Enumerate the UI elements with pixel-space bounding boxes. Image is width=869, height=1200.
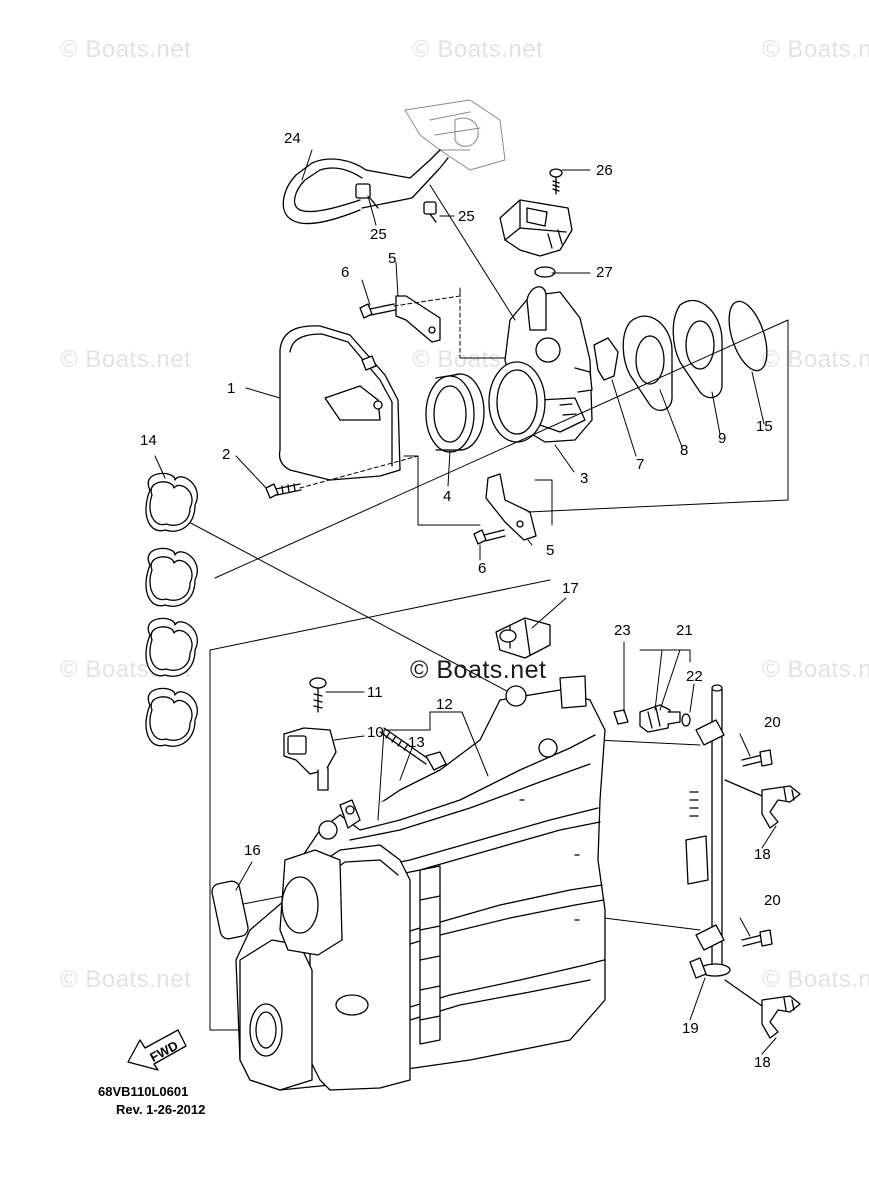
screw-26 <box>549 168 563 195</box>
bolt-13 <box>379 727 447 771</box>
throttle-bore <box>488 361 546 443</box>
part-number-label: 20 <box>764 892 781 909</box>
watermark: © Boats.net <box>762 346 869 373</box>
fwd-label: FWD <box>147 1038 180 1065</box>
center-watermark: © Boats.net <box>410 656 547 684</box>
intake-manifold <box>235 675 606 1091</box>
watermark: © Boats.net <box>60 346 192 373</box>
sensor-10 <box>283 727 337 791</box>
part-number-label: 11 <box>367 684 383 701</box>
intake-gasket-14 <box>145 472 198 747</box>
breather-hose <box>282 149 449 225</box>
fuel-injector-21 <box>639 704 681 733</box>
part-number-label: 1 <box>227 380 236 397</box>
part-number-label: 8 <box>680 442 689 459</box>
part-number-label: 24 <box>284 130 301 147</box>
silencer-cover <box>278 325 401 481</box>
bracket-5 <box>485 473 537 541</box>
bolt-20 <box>741 929 773 947</box>
screw-11 <box>309 677 327 713</box>
watermark: © Boats.net <box>762 36 869 63</box>
watermark: © Boats.net <box>762 966 869 993</box>
bolt-6 <box>359 303 396 319</box>
part-number-label: 3 <box>580 470 589 487</box>
part-number-label: 2 <box>222 446 231 463</box>
part-number-label: 12 <box>436 696 453 713</box>
fwd-arrow-icon <box>127 1029 187 1071</box>
watermark: © Boats.net <box>60 966 192 993</box>
part-number-label: 5 <box>546 542 555 559</box>
gasket-16 <box>211 880 249 940</box>
part-number-label: 15 <box>756 418 773 435</box>
part-number-label: 4 <box>443 488 452 505</box>
part-number-label: 9 <box>718 430 727 447</box>
o-ring-22 <box>681 713 691 727</box>
part-number-label: 6 <box>478 560 487 577</box>
part-number-label: 14 <box>140 432 157 449</box>
fuel-rail-19 <box>685 684 731 979</box>
engine-fragment <box>404 99 506 171</box>
part-number-label: 26 <box>596 162 613 179</box>
part-number-label: 5 <box>388 250 397 267</box>
throttle-position-sensor <box>499 199 573 257</box>
nut-23 <box>613 709 629 725</box>
diagram-code: 68VB110L0601 <box>98 1084 189 1099</box>
revision-date: Rev. 1-26-2012 <box>116 1102 206 1117</box>
clip-7 <box>593 337 619 381</box>
part-number-label: 20 <box>764 714 781 731</box>
part-number-label: 10 <box>367 724 384 741</box>
watermark: © Boats.net <box>762 656 869 683</box>
watermark: © Boats.net <box>412 36 544 63</box>
part-number-label: 17 <box>562 580 579 597</box>
part-number-label: 18 <box>754 846 771 863</box>
part-number-label: 6 <box>341 264 350 281</box>
part-number-label: 27 <box>596 264 613 281</box>
o-ring-27 <box>534 266 556 278</box>
clip-18 <box>724 779 801 829</box>
bracket-5 <box>395 295 441 343</box>
part-number-label: 7 <box>636 456 645 473</box>
part-number-label: 16 <box>244 842 261 859</box>
hose-clamp <box>423 201 437 223</box>
bolt-6 <box>473 529 506 545</box>
bolt-2 <box>265 483 302 499</box>
part-number-label: 22 <box>686 668 703 685</box>
bracket-17 <box>495 617 551 659</box>
part-number-label: 21 <box>676 622 693 639</box>
part-number-label: 25 <box>458 208 475 225</box>
part-number-label: 25 <box>370 226 387 243</box>
clip-18 <box>724 979 801 1039</box>
part-number-label: 19 <box>682 1020 699 1037</box>
gasket-8 <box>622 315 673 411</box>
part-number-label: 18 <box>754 1054 771 1071</box>
gasket-9 <box>672 299 723 399</box>
o-ring-15 <box>728 300 768 372</box>
coupling-sleeve <box>425 373 485 453</box>
watermark: © Boats.net <box>60 36 192 63</box>
part-number-label: 13 <box>408 734 425 751</box>
part-number-label: 23 <box>614 622 631 639</box>
hose-clamp <box>355 183 379 209</box>
bolt-20 <box>741 749 773 767</box>
